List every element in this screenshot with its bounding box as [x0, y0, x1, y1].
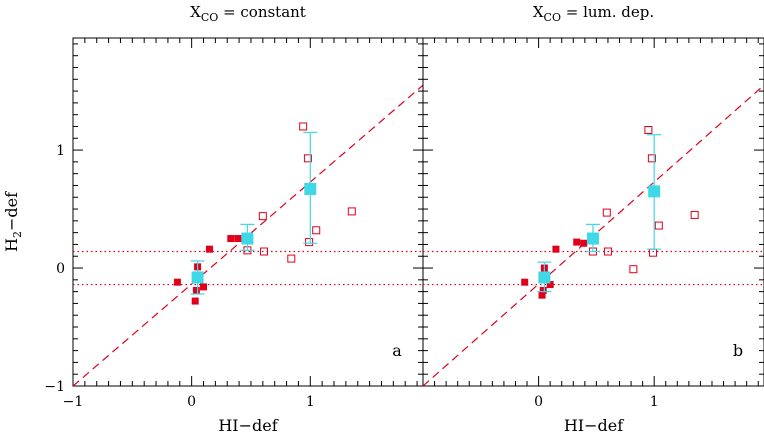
open-point	[602, 208, 611, 217]
filled-point	[192, 286, 200, 294]
filled-point	[173, 278, 181, 286]
open-point	[312, 226, 321, 235]
open-point	[649, 248, 658, 257]
x-tick-label: −1	[63, 394, 84, 410]
filled-point	[521, 278, 529, 286]
binned-mean-marker	[241, 232, 254, 245]
binned-mean-marker	[191, 271, 204, 284]
filled-point	[234, 235, 242, 243]
open-point	[690, 210, 699, 219]
open-point	[644, 126, 653, 135]
filled-point	[538, 291, 546, 299]
plot-frame	[72, 37, 424, 387]
open-point	[647, 154, 656, 163]
y-tick-label: −1	[44, 379, 65, 395]
title-main: X	[533, 3, 544, 21]
panel-b: 0 1 b XCO = lum. dep. HI−def	[422, 3, 764, 435]
open-point	[347, 207, 356, 216]
dashed-relation-line	[73, 84, 423, 386]
filled-point	[191, 297, 199, 305]
open-point	[629, 265, 638, 274]
filled-point	[546, 281, 554, 289]
x-tick-label: 0	[534, 394, 543, 410]
panel-title: XCO = lum. dep.	[533, 3, 654, 24]
open-point	[305, 238, 314, 247]
y-axis-label: H2−def	[2, 191, 24, 252]
filled-point	[227, 235, 235, 243]
filled-point	[552, 245, 560, 253]
x-tick-label: 1	[650, 394, 659, 410]
x-tick-label: 0	[187, 394, 196, 410]
filled-point	[580, 239, 588, 247]
x-axis-label: HI−def	[218, 416, 278, 435]
binned-mean-marker	[538, 271, 551, 284]
x-axis-label: HI−def	[564, 416, 624, 435]
ylabel-subscript: 2	[11, 231, 24, 238]
filled-point	[200, 283, 208, 291]
title-main: X	[190, 3, 201, 21]
ylabel-main: H	[2, 238, 21, 252]
x-tick-label: 1	[306, 394, 315, 410]
open-point	[603, 247, 612, 256]
filled-point	[573, 238, 581, 246]
open-point	[287, 254, 296, 263]
filled-point	[205, 245, 213, 253]
open-point	[258, 212, 267, 221]
plot-frame	[422, 37, 764, 387]
open-point	[260, 247, 269, 256]
open-point	[654, 221, 663, 230]
open-point	[303, 154, 312, 163]
filled-point	[539, 286, 547, 294]
open-point	[299, 122, 308, 131]
panel-label: b	[733, 341, 743, 360]
binned-mean-marker	[304, 182, 317, 195]
ylabel-rest: −def	[2, 191, 21, 231]
binned-mean-marker	[648, 185, 661, 198]
title-rest: = lum. dep.	[561, 3, 654, 21]
title-subscript: CO	[201, 11, 218, 24]
title-subscript: CO	[544, 11, 561, 24]
y-tick-label: 1	[56, 143, 65, 159]
binned-mean-marker	[586, 232, 599, 245]
panel-label: a	[392, 341, 402, 360]
panel-title: XCO = constant	[190, 3, 306, 24]
title-rest: = constant	[218, 3, 306, 21]
y-tick-label: 0	[56, 261, 65, 277]
